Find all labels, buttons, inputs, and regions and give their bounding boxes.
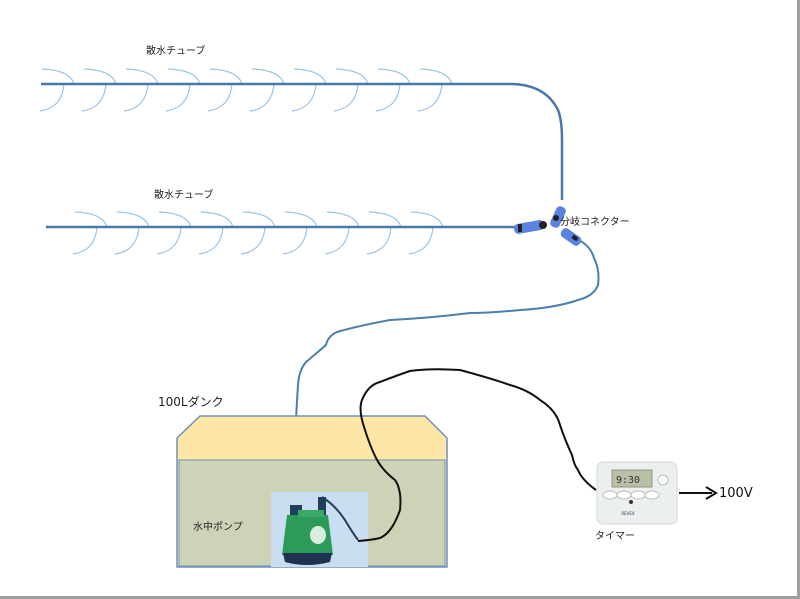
spray-arc	[417, 83, 443, 112]
spray-arc	[284, 211, 318, 228]
spray-arc	[207, 83, 233, 112]
branch-connector-icon	[513, 206, 582, 246]
pump-icon	[282, 497, 333, 565]
spray-arc	[242, 211, 276, 228]
spray-arc	[198, 226, 224, 255]
spray-arc	[158, 211, 192, 228]
label-tube-top: 散水チューブ	[146, 46, 206, 57]
spray-arc	[408, 226, 434, 255]
spray-arc	[125, 68, 159, 85]
power-cable	[357, 368, 597, 542]
spray-arc	[74, 211, 108, 228]
pump-cord	[321, 496, 359, 541]
label-timer: タイマー	[595, 531, 635, 542]
spray-arc	[156, 226, 182, 255]
spray-arc	[167, 68, 201, 85]
spray-arc	[114, 226, 140, 255]
spray-arc	[240, 226, 266, 255]
spray-arc	[324, 226, 350, 255]
spray-arcs-top	[39, 68, 453, 112]
label-power: 100V	[719, 486, 753, 501]
spray-arc	[200, 211, 234, 228]
spray-arc	[83, 68, 117, 85]
label-tube-mid: 散水チューブ	[154, 190, 214, 201]
timer-display: 9:30	[616, 475, 640, 486]
spray-arcs-mid	[72, 211, 444, 255]
spray-arc	[81, 83, 107, 112]
spray-arc	[209, 68, 243, 85]
spray-arc	[41, 68, 75, 85]
label-tank: 100Lダンク	[158, 395, 224, 409]
arrow-head-icon	[705, 486, 718, 500]
spray-arc	[282, 226, 308, 255]
spray-arc	[72, 226, 98, 255]
spray-arc	[366, 226, 392, 255]
spray-arc	[123, 83, 149, 112]
supply-hose	[294, 239, 600, 495]
timer-device-icon: 9:30 REVEX	[596, 461, 678, 525]
spray-arc	[335, 68, 369, 85]
spray-arc	[410, 211, 444, 228]
label-connector: 分岐コネクター	[560, 217, 630, 228]
spray-arc	[165, 83, 191, 112]
spray-arc	[375, 83, 401, 112]
spray-arc	[377, 68, 411, 85]
spray-arc	[326, 211, 360, 228]
spray-arc	[419, 68, 453, 85]
spray-arc	[249, 83, 275, 112]
sprinkler-tube-top	[41, 82, 564, 200]
spray-arc	[293, 68, 327, 85]
label-pump: 水中ポンプ	[193, 522, 243, 533]
spray-arc	[39, 83, 65, 112]
spray-arc	[251, 68, 285, 85]
spray-arc	[291, 83, 317, 112]
spray-arc	[368, 211, 402, 228]
timer-brand: REVEX	[621, 511, 635, 516]
spray-arc	[333, 83, 359, 112]
spray-arc	[116, 211, 150, 228]
